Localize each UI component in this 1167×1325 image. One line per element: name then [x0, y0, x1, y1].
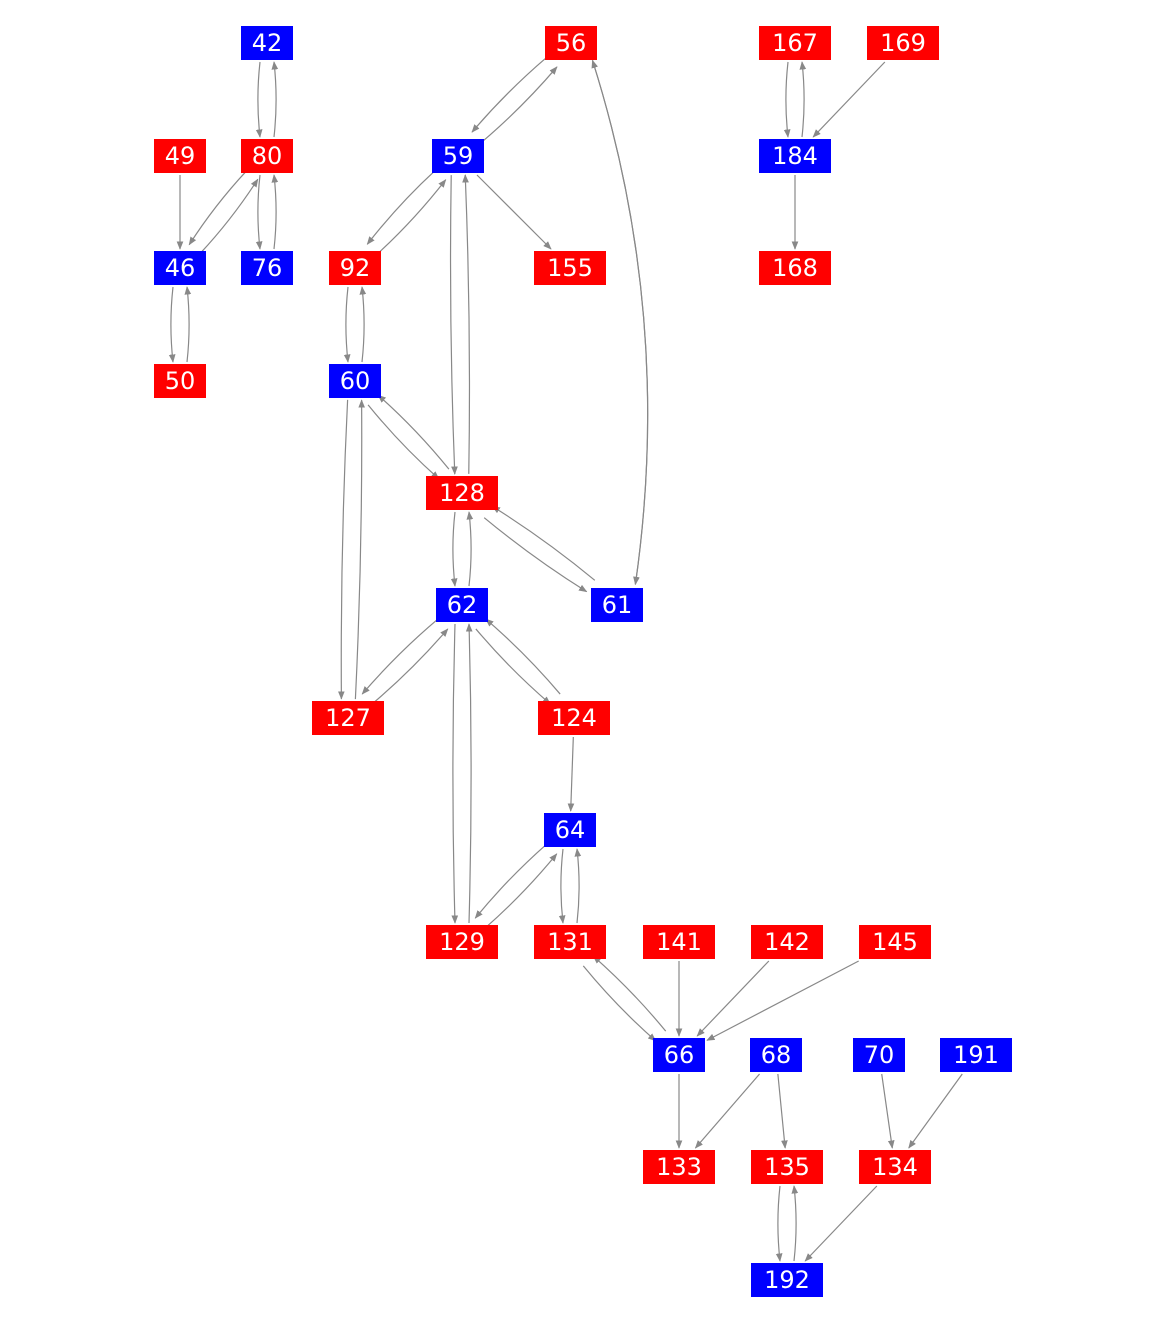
edge-64-to-129 [474, 843, 548, 919]
node-68: 68 [750, 1038, 802, 1072]
edge-131-to-66 [582, 965, 657, 1042]
edge-124-to-64 [567, 736, 575, 812]
node-133: 133 [643, 1150, 715, 1184]
edge-92-to-59 [377, 179, 447, 255]
node-131: 131 [534, 925, 606, 959]
edge-124-to-62 [485, 618, 561, 695]
node-64: 64 [544, 813, 596, 847]
edge-129-to-64 [484, 853, 558, 929]
node-70: 70 [853, 1038, 905, 1072]
edge-59-to-155 [476, 174, 552, 250]
edge-134-to-192 [804, 1185, 878, 1262]
node-62: 62 [436, 588, 488, 622]
edge-61-to-128 [491, 505, 596, 581]
edge-135-to-192 [775, 1185, 783, 1262]
node-134: 134 [859, 1150, 931, 1184]
edge-92-to-60 [343, 286, 351, 363]
edge-169-to-184 [812, 61, 886, 138]
node-192: 192 [751, 1263, 823, 1297]
node-66: 66 [653, 1038, 705, 1072]
edge-128-to-60 [377, 394, 450, 470]
edge-167-to-184 [783, 61, 791, 138]
edge-145-to-66 [706, 960, 859, 1041]
node-142: 142 [751, 925, 823, 959]
edge-68-to-133 [694, 1073, 760, 1149]
edge-50-to-46 [184, 286, 192, 363]
edge-191-to-134 [908, 1073, 963, 1149]
node-128: 128 [426, 476, 498, 510]
edge-60-to-128 [367, 404, 440, 480]
node-92: 92 [329, 251, 381, 285]
edge-80-to-46 [188, 170, 248, 246]
node-60: 60 [329, 364, 381, 398]
edge-142-to-66 [696, 960, 770, 1037]
edge-46-to-50 [168, 286, 176, 363]
edge-127-to-62 [371, 628, 449, 705]
node-168: 168 [759, 251, 831, 285]
node-50: 50 [154, 364, 206, 398]
node-42: 42 [241, 26, 293, 60]
edge-66-to-131 [592, 955, 667, 1032]
edge-70-to-134 [881, 1073, 895, 1149]
node-141: 141 [643, 925, 715, 959]
node-184: 184 [759, 139, 831, 173]
node-76: 76 [241, 251, 293, 285]
edge-131-to-64 [574, 848, 582, 924]
node-167: 167 [759, 26, 831, 60]
edge-184-to-167 [799, 61, 807, 138]
edge-56-to-61 [591, 60, 649, 586]
node-145: 145 [859, 925, 931, 959]
edge-56-to-59 [471, 56, 548, 133]
edge-60-to-92 [359, 286, 367, 363]
node-49: 49 [154, 139, 206, 173]
edge-80-to-42 [271, 61, 279, 138]
edge-62-to-124 [475, 628, 551, 705]
edge-192-to-135 [791, 1185, 799, 1262]
edge-42-to-80 [255, 61, 263, 138]
node-124: 124 [538, 701, 610, 735]
node-129: 129 [426, 925, 498, 959]
node-59: 59 [432, 139, 484, 173]
edge-128-to-62 [450, 511, 458, 587]
edge-59-to-92 [366, 169, 436, 245]
edge-62-to-128 [466, 511, 474, 587]
edge-46-to-80 [199, 178, 259, 254]
node-169: 169 [867, 26, 939, 60]
node-61: 61 [591, 588, 643, 622]
edge-129-to-62 [465, 623, 473, 924]
node-80: 80 [241, 139, 293, 173]
edge-68-to-135 [777, 1073, 788, 1149]
node-56: 56 [545, 26, 597, 60]
edge-127-to-60 [354, 399, 366, 700]
edge-64-to-131 [558, 848, 566, 924]
edge-60-to-127 [337, 399, 349, 700]
node-191: 191 [940, 1038, 1012, 1072]
edge-61-to-56 [591, 59, 649, 585]
node-46: 46 [154, 251, 206, 285]
edge-128-to-61 [483, 517, 588, 593]
edge-80-to-76 [255, 174, 263, 250]
edge-128-to-59 [462, 174, 471, 474]
edge-62-to-127 [361, 618, 439, 695]
edge-62-to-129 [451, 623, 459, 924]
edge-59-to-128 [449, 175, 458, 475]
node-135: 135 [751, 1150, 823, 1184]
edge-76-to-80 [271, 174, 279, 250]
node-127: 127 [312, 701, 384, 735]
node-155: 155 [534, 251, 606, 285]
edge-59-to-56 [481, 66, 558, 143]
